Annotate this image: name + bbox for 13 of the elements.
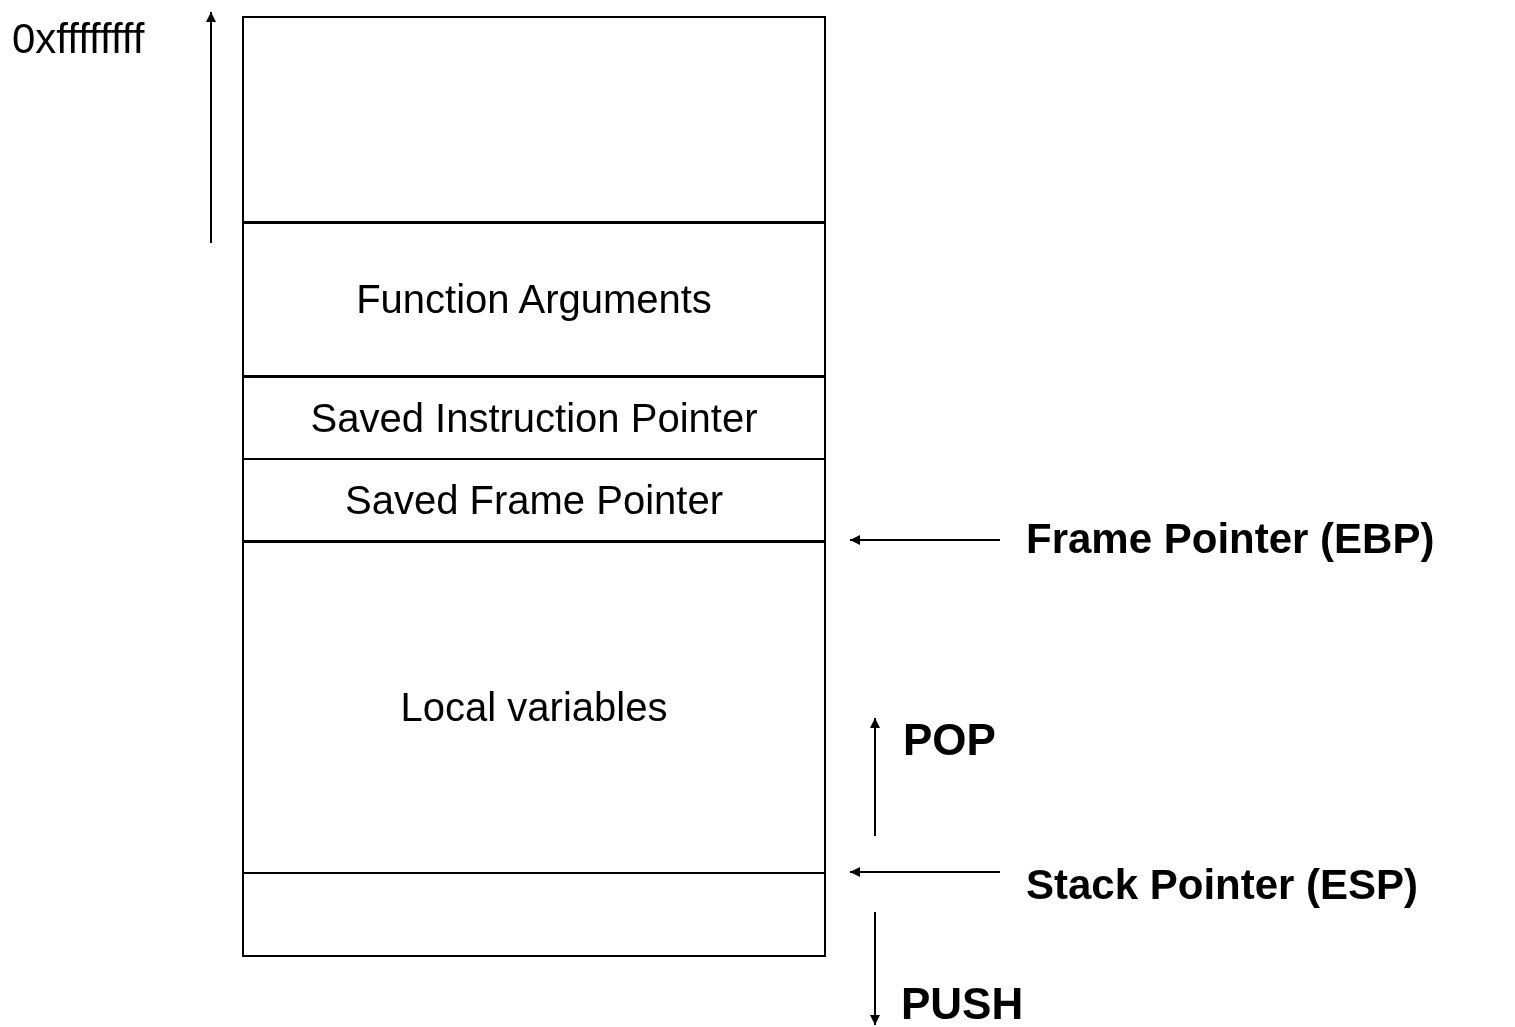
stack-cell: Local variables [242,540,826,872]
stack-cell [242,872,826,957]
stack-cell: Saved Frame Pointer [242,458,826,540]
arrow [849,535,1001,545]
direction-label: POP [903,718,996,762]
address-label: 0xffffffff [12,18,145,60]
stack-cell: Saved Instruction Pointer [242,375,826,458]
direction-label: PUSH [901,982,1024,1026]
pointer-label: Stack Pointer (ESP) [1026,864,1419,906]
arrow [849,867,1001,877]
stack-cell: Function Arguments [242,221,826,375]
stack-cell [242,16,826,221]
pointer-label: Frame Pointer (EBP) [1026,518,1435,560]
